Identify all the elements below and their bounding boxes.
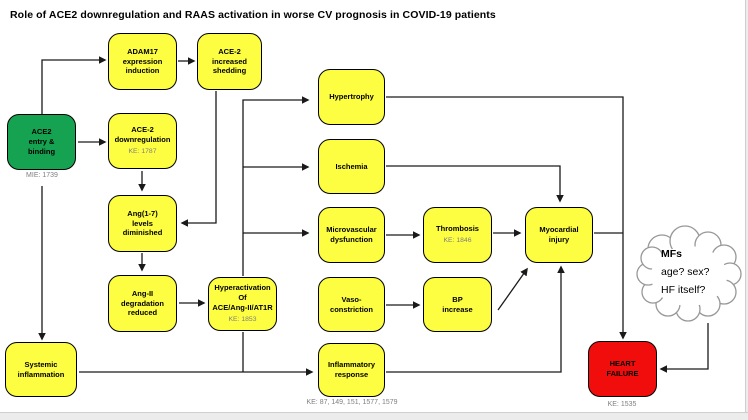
node-label: Hypertrophy xyxy=(329,92,374,102)
edge-bp-increase-to-myocardial xyxy=(497,267,528,311)
caption-mie-1739: MIE: 1739 xyxy=(26,172,58,179)
node-label: downregulation xyxy=(114,135,171,145)
node-label: Ang-II xyxy=(131,288,154,298)
edge-entry-to-adam17 xyxy=(41,56,107,114)
node-label: Ang(1-7) xyxy=(127,208,158,218)
node-label: shedding xyxy=(212,66,247,76)
cloud-line-age-sex: age? sex? xyxy=(661,266,710,278)
node-ke-label: KE: 1787 xyxy=(128,147,157,155)
window-right-edge xyxy=(745,0,748,412)
mf-cloud-text: MFs age? sex? HF itself? xyxy=(661,245,709,299)
node-label: Thrombosis xyxy=(436,224,479,234)
page-title: Role of ACE2 downregulation and RAAS act… xyxy=(10,9,496,21)
node-ischemia: Ischemia xyxy=(318,139,385,194)
node-ke-label: KE: 1846 xyxy=(443,236,472,244)
caption-ke-inflammatory-response: KE: 87, 149, 151, 1577, 1579 xyxy=(306,399,398,406)
node-label: inflammation xyxy=(17,369,65,379)
caption-ke-heart-failure: KE: 1535 xyxy=(607,401,637,408)
node-label: dysfunction xyxy=(330,235,373,244)
node-label: ACE/Ang-II/AT1R xyxy=(212,302,273,312)
edge-hyperactivation-to-hypertrophy xyxy=(242,96,310,276)
node-label: diminished xyxy=(122,228,163,238)
node-label: ACE-2 xyxy=(218,46,241,56)
node-label: Inflammatory xyxy=(327,360,376,370)
node-label: increase xyxy=(442,304,473,314)
node-label: ACE-2 xyxy=(131,125,154,135)
node-label: Microvascular xyxy=(326,225,377,235)
node-label: Myocardial xyxy=(539,225,579,235)
node-label: Vaso- xyxy=(341,294,362,304)
edge-shedding-to-ang1-7 xyxy=(180,91,217,227)
edge-cloud-to-heart-failure xyxy=(659,323,709,373)
node-label: ACE2 xyxy=(31,127,52,137)
node-hypertrophy: Hypertrophy xyxy=(318,69,385,125)
node-label: entry & xyxy=(28,137,55,147)
node-label: BP xyxy=(452,294,463,304)
node-label: induction xyxy=(125,66,160,76)
node-label: Systemic xyxy=(24,359,58,369)
node-label: injury xyxy=(548,235,570,244)
window-bottom-edge xyxy=(0,412,748,420)
node-label: Of xyxy=(238,293,247,303)
node-label: ADAM17 xyxy=(127,46,158,56)
node-label: Hyperactivation xyxy=(214,283,271,293)
node-ke-label: KE: 1853 xyxy=(228,315,257,323)
cloud-line-hf-itself: HF itself? xyxy=(661,284,706,296)
node-label: expression xyxy=(122,56,163,66)
node-label: binding xyxy=(27,146,56,156)
node-label: Ischemia xyxy=(335,161,368,171)
cloud-line-mfs: MFs xyxy=(661,248,682,260)
node-label: reduced xyxy=(127,308,158,318)
node-label: HEART xyxy=(609,359,636,369)
node-label: degradation xyxy=(121,298,164,308)
node-label: FAILURE xyxy=(606,369,639,378)
node-label: response xyxy=(334,370,369,379)
node-label: increased xyxy=(211,56,248,66)
node-vaso-constriction: Vaso-constriction xyxy=(318,277,385,332)
edge-ischemia-to-myocardial xyxy=(386,165,564,203)
node-label: constriction xyxy=(330,304,373,314)
node-label: levels xyxy=(132,218,153,228)
